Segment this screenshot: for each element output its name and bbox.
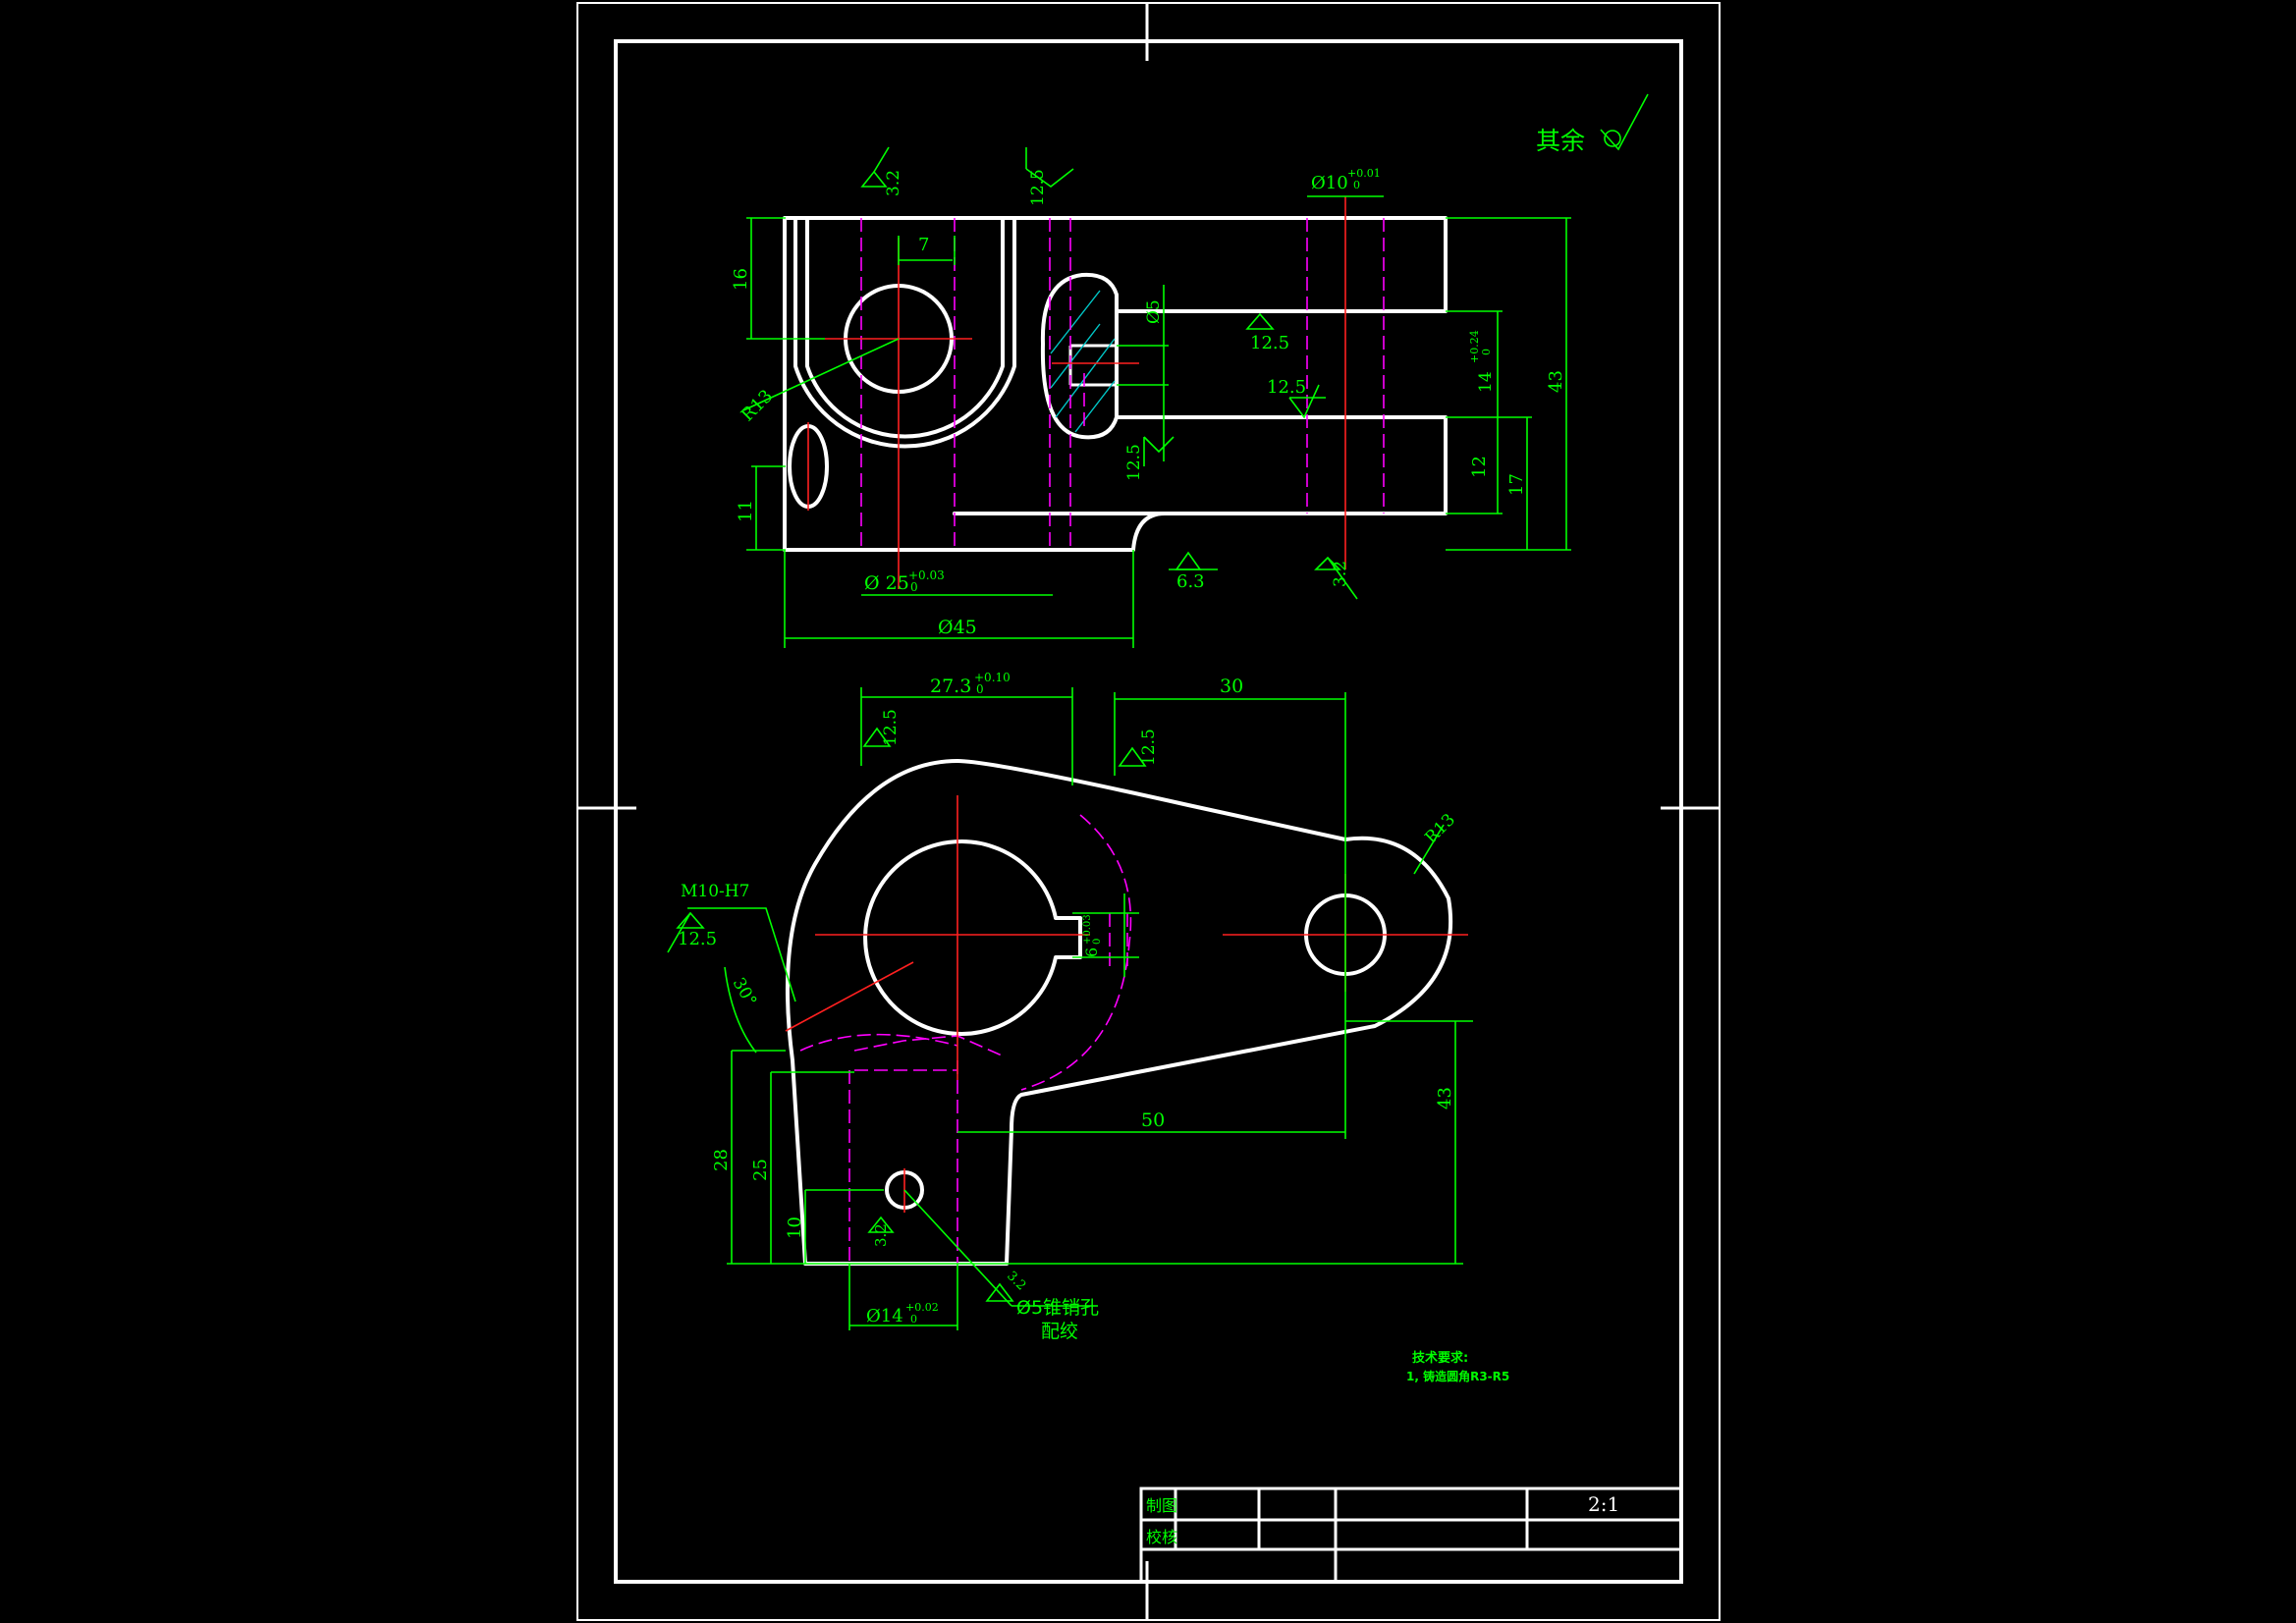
dim-d14-tol-lower: 0: [910, 1313, 917, 1325]
dim-27-3-tol-upper: +0.10: [974, 671, 1011, 684]
dim-d14: Ø14: [866, 1306, 903, 1326]
bore-with-keyway: [863, 839, 1082, 1036]
dim-11: 11: [736, 500, 756, 522]
dim-phi5: Ø5: [1144, 299, 1164, 324]
front-view-outline: [783, 216, 1448, 552]
dim-d10-tol-upper: +0.01: [1347, 167, 1381, 180]
dim-key-6-tol-lower: 0: [1092, 939, 1103, 945]
dim-r13-front: R13: [738, 386, 778, 426]
dim-43-front: 43: [1546, 370, 1566, 393]
front-view-dimensions: 7 16 R13 11 Ø 25 +0.03 0 Ø45 Ø10 +0.01 0…: [731, 167, 1566, 638]
dim-28: 28: [711, 1149, 732, 1171]
drawn-by-label: 制图: [1146, 1496, 1177, 1515]
dim-50: 50: [1141, 1109, 1165, 1131]
dim-d10: Ø10: [1311, 173, 1348, 193]
roughness-front-1: 3.2: [884, 170, 903, 196]
checked-by-label: 校核: [1146, 1528, 1177, 1546]
general-roughness-label: 其余: [1536, 127, 1585, 155]
top-view: 27.3 +0.10 0 30 R13 M10-H7 30° 6 +0.03 0…: [667, 671, 1473, 1342]
dim-16: 16: [731, 268, 751, 291]
dim-slot14-tol-upper: +0.24: [1468, 330, 1481, 363]
dim-10: 10: [785, 1217, 805, 1239]
dim-7: 7: [918, 235, 929, 255]
scale-value: 2:1: [1588, 1492, 1619, 1516]
dim-27-3-tol-lower: 0: [976, 682, 984, 696]
tech-req-line1: 1, 铸造圆角R3-R5: [1406, 1369, 1509, 1383]
roughness-top-4: 3.2: [872, 1223, 890, 1247]
roughness-front-4: 12.5: [1267, 377, 1306, 398]
sheet-frame: [576, 2, 1721, 1621]
dim-27-3: 27.3: [930, 676, 971, 697]
dim-d25-tol-upper: +0.03: [908, 568, 945, 582]
dim-key-6: 6: [1082, 947, 1101, 957]
dim-slot14: 14: [1476, 371, 1496, 393]
roughness-top-1: 12.5: [881, 709, 901, 746]
dim-d10-tol-lower: 0: [1353, 179, 1360, 191]
general-roughness-note: 其余: [1536, 93, 1649, 155]
dim-key-6-tol-upper: +0.03: [1082, 914, 1093, 945]
tech-req-title: 技术要求:: [1412, 1350, 1468, 1366]
roughness-front-6: 6.3: [1176, 571, 1205, 592]
roughness-front-3: 12.5: [1250, 333, 1289, 353]
dim-d45: Ø45: [938, 617, 977, 638]
dim-d14-tol-upper: +0.02: [905, 1301, 939, 1314]
roughness-front-5: 12.5: [1124, 444, 1144, 481]
technical-requirements: 技术要求: 1, 铸造圆角R3-R5: [1406, 1350, 1509, 1383]
pin-note: Ø5锥销孔: [1016, 1297, 1099, 1319]
dim-r13-top: R13: [1421, 810, 1458, 847]
title-block: 制图 校核 2:1: [1139, 1487, 1683, 1584]
roughness-front-7: 3.2: [1331, 561, 1350, 587]
roughness-top-2: 12.5: [1139, 729, 1159, 766]
roughness-top-5: 3.2: [1004, 1269, 1028, 1293]
dim-d25: Ø 25: [864, 572, 909, 594]
front-view: 7 16 R13 11 Ø 25 +0.03 0 Ø45 Ø10 +0.01 0…: [731, 146, 1571, 648]
dim-17: 17: [1506, 473, 1527, 496]
roughness-front-2: 12.5: [1028, 169, 1048, 206]
dim-12: 12: [1469, 456, 1490, 478]
dim-30: 30: [1220, 676, 1243, 697]
dim-slot14-tol-lower: 0: [1480, 349, 1493, 355]
top-view-outline: [785, 759, 1453, 1266]
dim-25: 25: [750, 1159, 771, 1181]
dim-d25-tol-lower: 0: [910, 580, 918, 594]
top-view-dimensions: 27.3 +0.10 0 30 R13 M10-H7 30° 6 +0.03 0…: [678, 671, 1459, 1342]
roughness-top-3: 12.5: [678, 929, 717, 949]
pin-note-2: 配绞: [1041, 1321, 1078, 1342]
dim-thread: M10-H7: [681, 882, 749, 901]
dim-43-top: 43: [1435, 1087, 1455, 1109]
